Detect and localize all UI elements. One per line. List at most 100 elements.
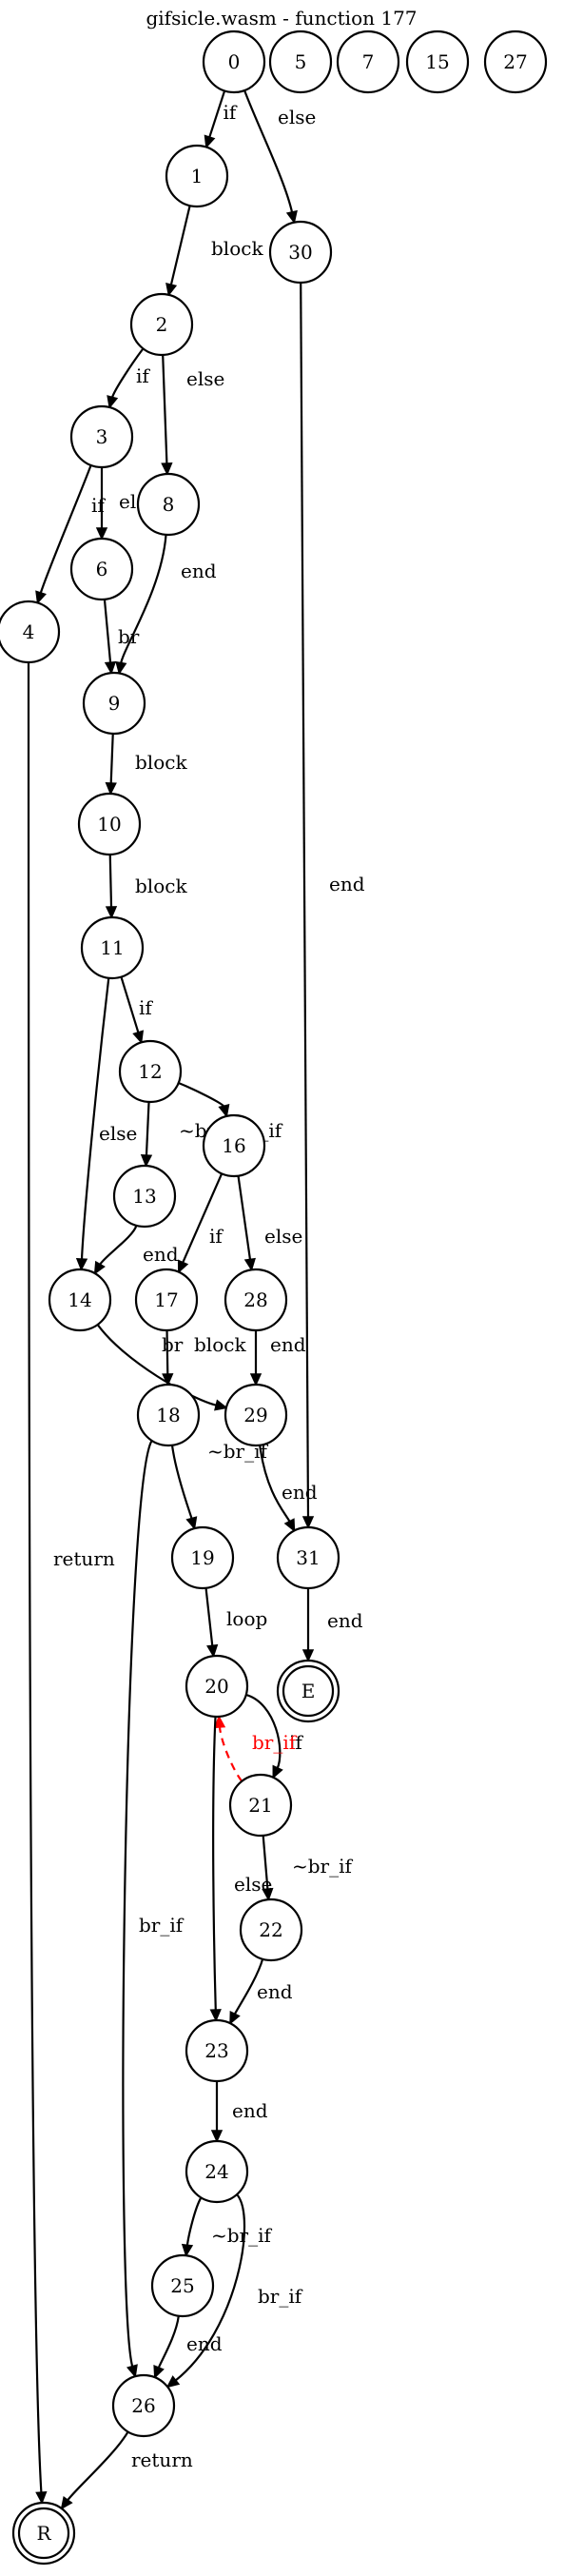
node-label: 9	[108, 692, 121, 715]
node-circle	[228, 1773, 293, 1838]
node-label: 5	[295, 50, 307, 73]
edge-4-R: return	[27, 661, 115, 2505]
arrowhead	[283, 1518, 296, 1533]
node-label: 6	[96, 558, 108, 580]
edge-25-26: end	[153, 2315, 223, 2379]
edge-label: if	[136, 364, 150, 387]
edge-9-10: block	[105, 733, 187, 796]
node-label: 17	[154, 1288, 178, 1311]
edge-16-28: else	[237, 1175, 302, 1272]
node-R: R	[11, 2501, 76, 2566]
arrowhead	[162, 1373, 174, 1386]
node-circle	[483, 29, 548, 94]
node-label: 21	[248, 1794, 272, 1817]
edge-line	[27, 661, 43, 2494]
arrowhead	[249, 1373, 263, 1386]
edge-line	[204, 1587, 214, 1647]
node-26: 26	[111, 2373, 176, 2438]
arrowhead	[181, 2243, 194, 2258]
node-5: 5	[268, 29, 333, 94]
arrowhead	[204, 134, 216, 149]
edge-line	[109, 733, 114, 785]
node-7: 7	[336, 29, 400, 94]
node-circle	[202, 1113, 266, 1178]
edge-1-2: block	[165, 205, 263, 297]
edge-label: br_if	[258, 2285, 303, 2308]
edge-line	[181, 1172, 224, 1264]
node-11: 11	[80, 915, 145, 980]
edge-label: return	[131, 2448, 193, 2471]
edge-line	[233, 1958, 264, 2016]
arrowhead	[126, 2364, 138, 2378]
node-label: 7	[362, 50, 375, 73]
edge-10-11: block	[105, 854, 187, 919]
node-2: 2	[129, 292, 194, 357]
edge-line	[174, 2193, 246, 2382]
node-23: 23	[185, 2018, 249, 2083]
edge-line	[165, 1329, 169, 1376]
edge-label: br_if	[139, 1914, 185, 1937]
edge-line	[212, 1716, 217, 2012]
edge-label: else	[186, 367, 224, 390]
node-20: 20	[185, 1654, 249, 1719]
edge-line	[162, 354, 168, 465]
node-label: 0	[228, 50, 241, 73]
node-circle	[268, 220, 333, 285]
edge-line	[108, 854, 113, 909]
node-10: 10	[77, 792, 142, 856]
node-circle	[185, 2139, 249, 2204]
arrowhead	[218, 1104, 230, 1118]
edge-label: end	[257, 1980, 293, 2003]
edge-line	[80, 977, 110, 1261]
node-circle	[48, 1268, 112, 1332]
node-label: 31	[296, 1546, 320, 1569]
edge-29-31: end	[259, 1445, 318, 1533]
edge-20-23: else	[209, 1716, 272, 2022]
edge-label: if	[289, 1731, 303, 1754]
arrowhead	[214, 1399, 228, 1411]
node-29: 29	[224, 1383, 288, 1447]
edge-label: br	[162, 1333, 184, 1356]
edge-26-R: return	[60, 2430, 193, 2510]
arrowhead	[105, 906, 118, 919]
node-circle	[0, 600, 61, 664]
arrowhead	[115, 660, 127, 676]
node-circle	[268, 29, 333, 94]
node-circle	[276, 1525, 340, 1590]
edge-line	[103, 599, 112, 664]
arrowhead	[301, 1649, 315, 1662]
edge-line	[178, 1081, 225, 1108]
edge-line	[237, 1175, 252, 1261]
node-31: 31	[276, 1525, 340, 1590]
edge-line	[185, 2196, 203, 2247]
arrowhead	[209, 2009, 222, 2022]
node-label: 1	[191, 165, 204, 187]
arrowhead	[161, 462, 173, 476]
edge-label: end	[329, 873, 365, 895]
node-circle	[118, 1039, 183, 1104]
edge-23-24: end	[210, 2081, 268, 2143]
node-circle	[69, 404, 134, 469]
edge-label: block	[211, 237, 263, 260]
arrowhead	[60, 2495, 73, 2510]
arrowhead	[206, 1643, 219, 1658]
node-27: 27	[483, 29, 548, 94]
node-circle	[150, 2253, 215, 2318]
node-19: 19	[170, 1525, 235, 1590]
node-label: R	[36, 2522, 51, 2545]
edge-13-14: end	[93, 1225, 179, 1275]
node-circle	[134, 1268, 199, 1332]
node-24: 24	[185, 2139, 249, 2204]
node-E: E	[276, 1659, 340, 1723]
node-label: 12	[138, 1060, 162, 1083]
node-circle	[129, 292, 194, 357]
arrowhead	[210, 2130, 224, 2143]
node-circle	[136, 1383, 201, 1447]
node-label: 11	[100, 936, 124, 959]
edge-18-26: br_if	[122, 1440, 185, 2378]
edge-line	[39, 464, 92, 595]
arrowhead	[165, 2375, 181, 2389]
node-circle	[239, 1898, 303, 1962]
edge-label: else	[99, 1122, 137, 1145]
